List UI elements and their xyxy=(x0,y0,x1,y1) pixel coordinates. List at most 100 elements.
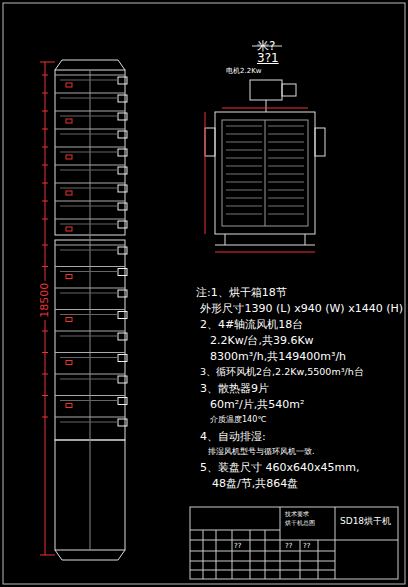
dimension-tick xyxy=(42,417,48,418)
note-text: 8300m³/h,共149400m³/h xyxy=(210,351,346,364)
dimension-tick xyxy=(42,165,48,166)
fan-box xyxy=(118,333,127,340)
note-text: 48盘/节,共864盘 xyxy=(212,478,298,491)
dimension-tick xyxy=(42,183,48,184)
fan-box xyxy=(118,221,127,228)
tray-line xyxy=(268,150,304,151)
tray-line xyxy=(226,134,262,135)
section-line xyxy=(55,129,125,130)
fan-box xyxy=(118,376,127,383)
note-text: 2.2Kw/台,共39.6Kw xyxy=(210,335,314,348)
dimension-tick xyxy=(42,93,48,94)
section-line xyxy=(55,111,125,112)
section-line xyxy=(55,288,125,289)
tray-line xyxy=(226,198,262,199)
view-label: 3?1 xyxy=(257,52,279,66)
section-line xyxy=(55,147,125,148)
title-block-text: ?? xyxy=(285,542,292,550)
dryer-column xyxy=(55,60,125,560)
tray-line xyxy=(226,174,262,175)
section-line xyxy=(55,309,125,310)
fan-box xyxy=(118,398,127,405)
tray-line xyxy=(60,400,118,401)
section-line xyxy=(55,374,125,375)
dimension-mark xyxy=(66,227,72,231)
note-text: 外形尺寸1390 (L) x940 (W) x1440 (H) xyxy=(200,303,403,316)
dimension-mark xyxy=(66,318,72,322)
fan-box xyxy=(118,355,127,362)
fan-box xyxy=(118,149,127,156)
fan-box xyxy=(118,419,127,426)
tray-line xyxy=(268,206,304,207)
dimension-mark xyxy=(66,275,72,279)
tray-line xyxy=(226,206,262,207)
section-line xyxy=(55,75,125,76)
note-text: 4、自动排湿: xyxy=(200,431,266,444)
fan-box xyxy=(118,167,127,174)
tray-line xyxy=(60,134,118,135)
section-line xyxy=(55,245,125,246)
fan-box xyxy=(118,290,127,297)
dimension-tick xyxy=(42,129,48,130)
title-block-text: ?? xyxy=(303,542,310,550)
dimension-tick xyxy=(42,374,48,375)
tray-line xyxy=(60,80,118,81)
tray-line xyxy=(60,379,118,380)
dimension-tick xyxy=(42,266,48,267)
section-line xyxy=(55,417,125,418)
note-text: 3、循环风机2台,2.2Kw,5500m³/h台 xyxy=(200,367,364,378)
title-block xyxy=(190,507,398,579)
note-text: 2、4#轴流风机18台 xyxy=(200,319,303,332)
tray-line xyxy=(60,98,118,99)
section-line xyxy=(55,183,125,184)
dimension-ticks xyxy=(42,75,72,417)
dimension-mark xyxy=(66,155,72,159)
section-line xyxy=(55,331,125,332)
tray-line xyxy=(268,182,304,183)
dimension-mark xyxy=(66,191,72,195)
dimension-tick xyxy=(42,201,48,202)
tray-line xyxy=(60,152,118,153)
tray-line xyxy=(226,158,262,159)
tray-line xyxy=(226,142,262,143)
fan-box xyxy=(118,185,127,192)
tray-line xyxy=(60,170,118,171)
section-line xyxy=(55,201,125,202)
dimension-tick xyxy=(42,352,48,353)
dimension-mark xyxy=(66,404,72,408)
fan-box xyxy=(118,113,127,120)
dimension-tick xyxy=(42,245,48,246)
note-text: 60m²/片,共540m² xyxy=(210,399,304,412)
fan-box xyxy=(118,247,127,254)
view-label: 电机2.2Kw xyxy=(226,67,261,75)
dimension-tick xyxy=(42,331,48,332)
fan-box xyxy=(118,312,127,319)
tray-lines xyxy=(226,126,304,214)
tray-line xyxy=(226,126,262,127)
dimension-tick xyxy=(42,147,48,148)
tray-line xyxy=(60,116,118,117)
tray-line xyxy=(226,182,262,183)
note-text: 3、散热器9片 xyxy=(200,383,269,396)
tray-line xyxy=(226,190,262,191)
note-text: 排湿风机型号与循环风机一致. xyxy=(208,447,315,456)
section-line xyxy=(55,219,125,220)
tray-line xyxy=(60,357,118,358)
tray-line xyxy=(268,174,304,175)
title-block-text: 烘干机总图 xyxy=(285,520,315,527)
tray-line xyxy=(60,336,118,337)
tray-line xyxy=(268,214,304,215)
fan-box xyxy=(118,269,127,276)
note-text: 介质温度140℃ xyxy=(210,415,266,424)
fan-box xyxy=(118,77,127,84)
dimension-tick xyxy=(42,395,48,396)
title-block-text: 技术要求 xyxy=(285,511,309,518)
tray-line xyxy=(60,422,118,423)
section-line xyxy=(55,93,125,94)
title-block-text: SD18烘干机 xyxy=(340,516,391,526)
tray-line xyxy=(268,134,304,135)
dimension-text: 18500 xyxy=(39,280,52,319)
tray-line xyxy=(268,158,304,159)
section-dimensions xyxy=(205,108,315,252)
